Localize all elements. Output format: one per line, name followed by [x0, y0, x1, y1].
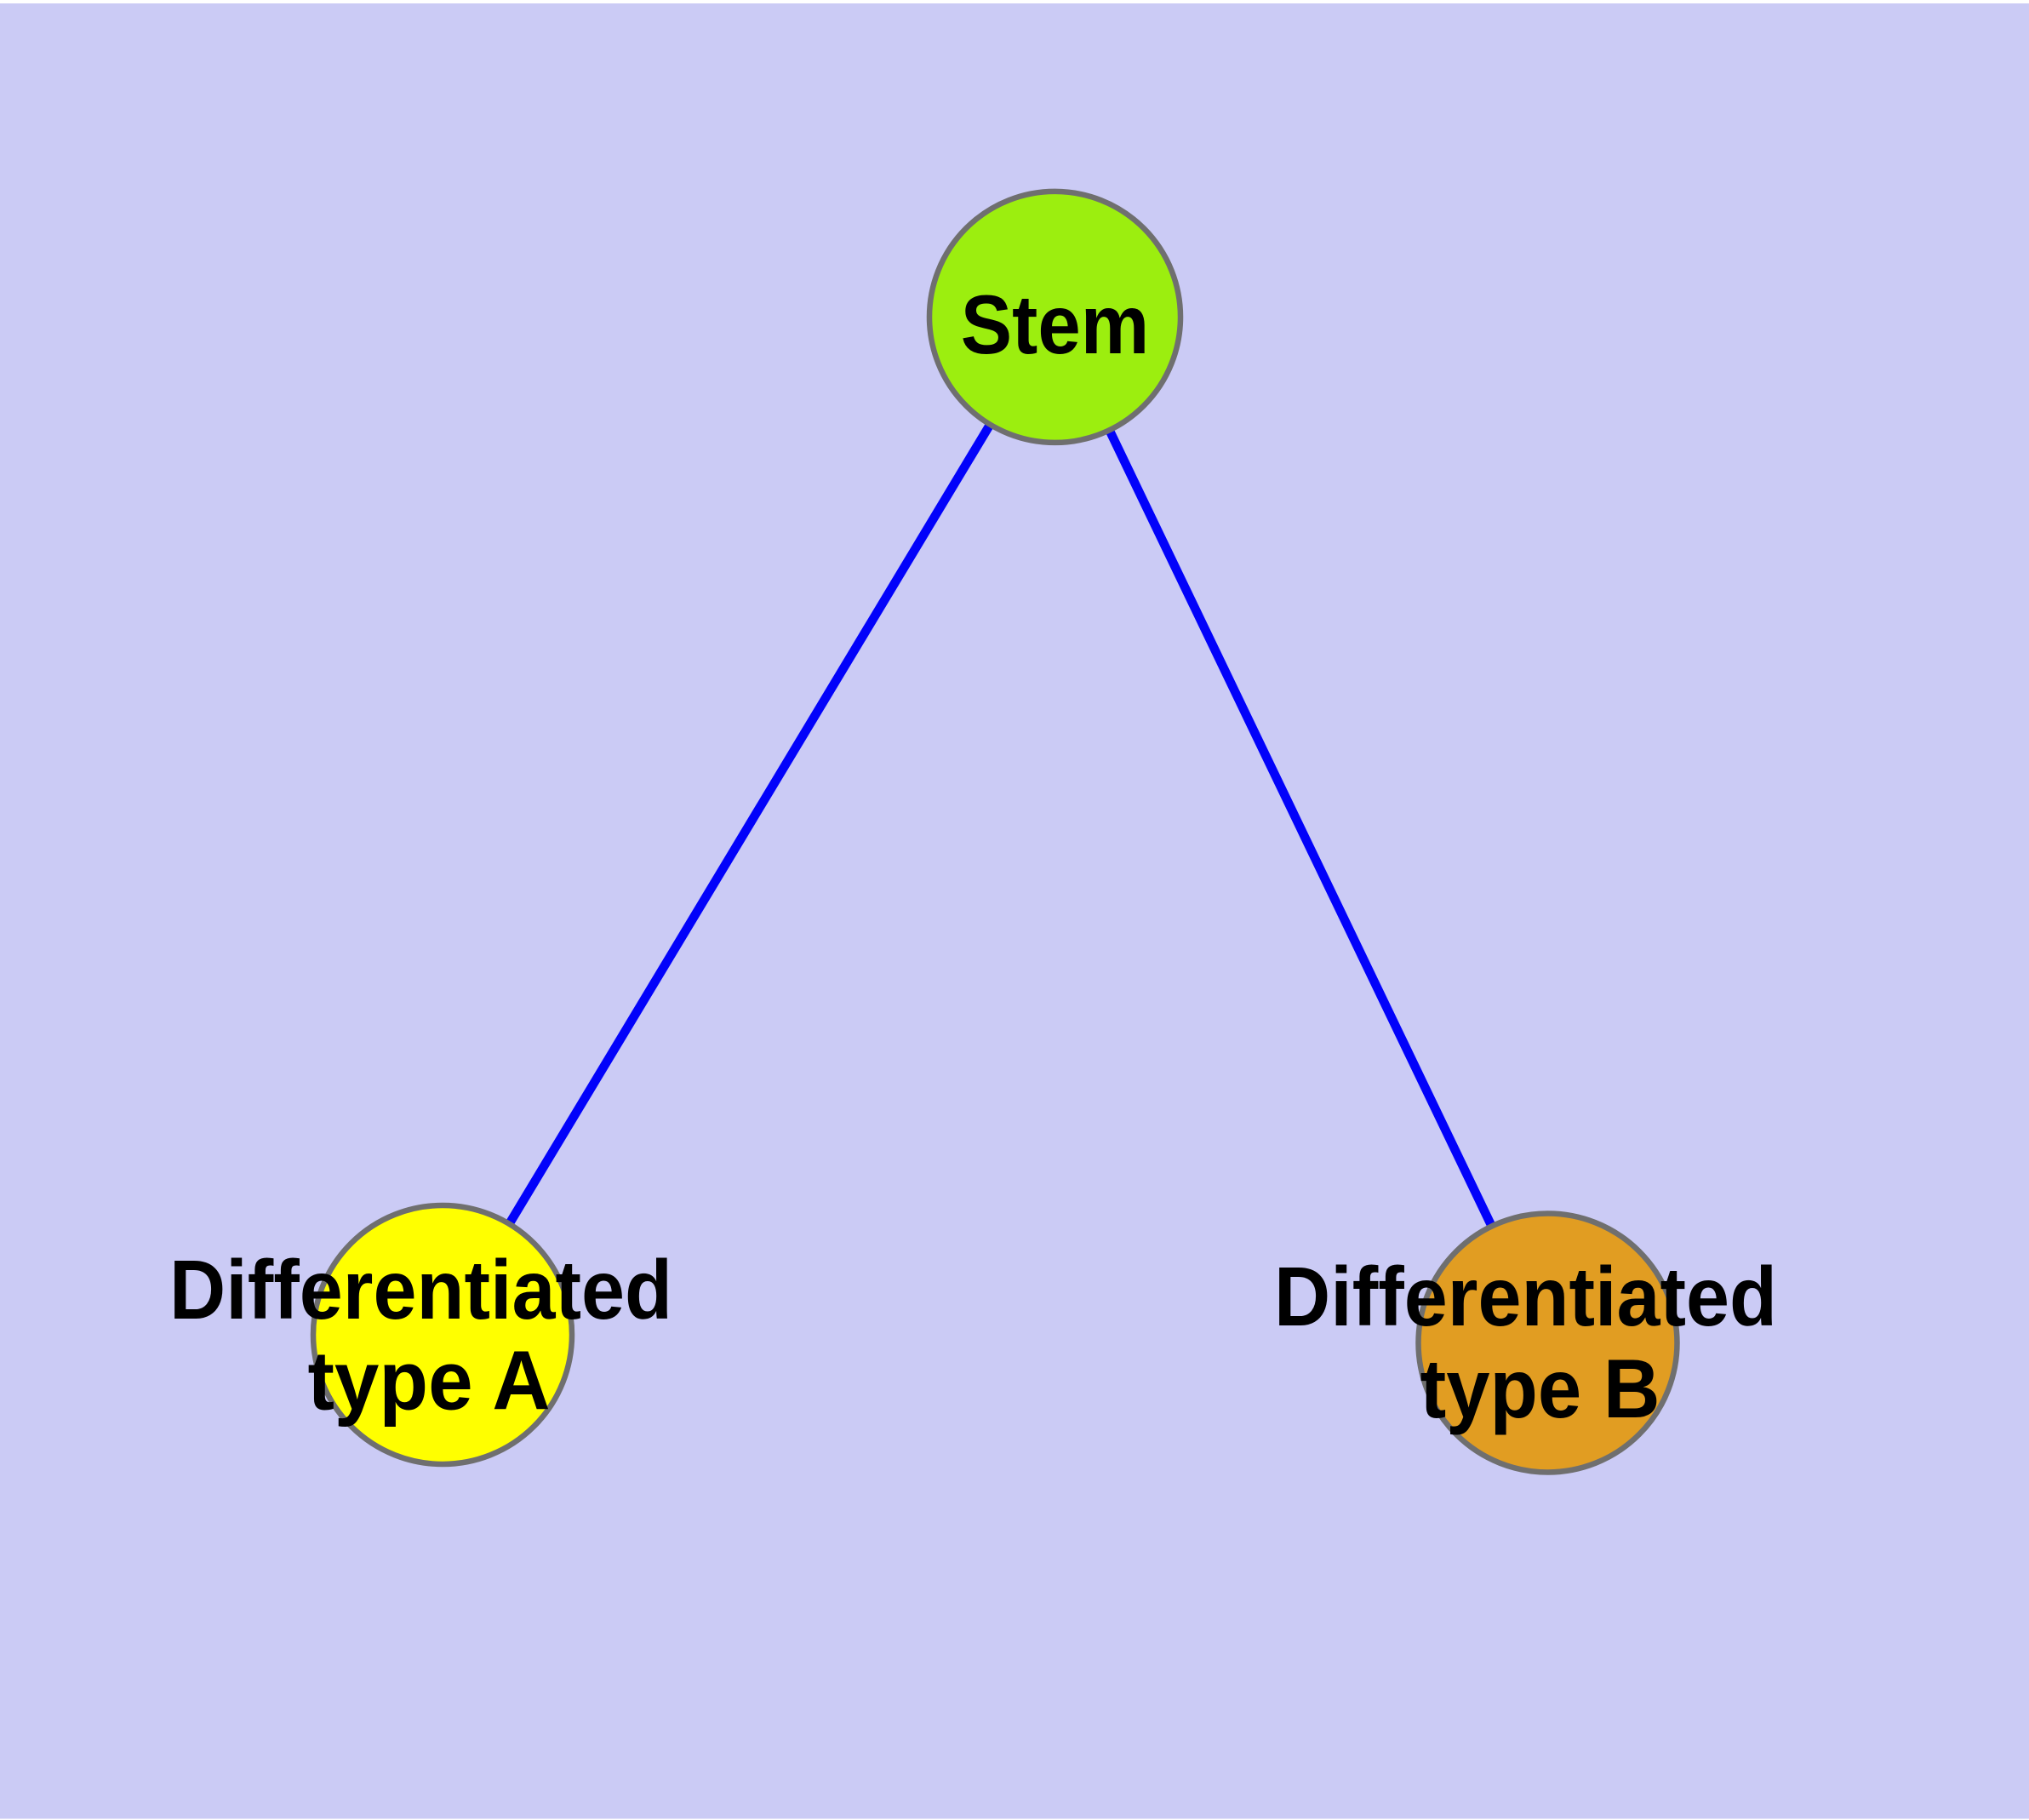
svg-text:Differentiated: Differentiated	[169, 1243, 672, 1336]
svg-text:type A: type A	[308, 1334, 551, 1428]
svg-text:type B: type B	[1420, 1342, 1660, 1435]
svg-text:Stem: Stem	[961, 278, 1150, 371]
svg-text:Differentiated: Differentiated	[1274, 1250, 1777, 1343]
